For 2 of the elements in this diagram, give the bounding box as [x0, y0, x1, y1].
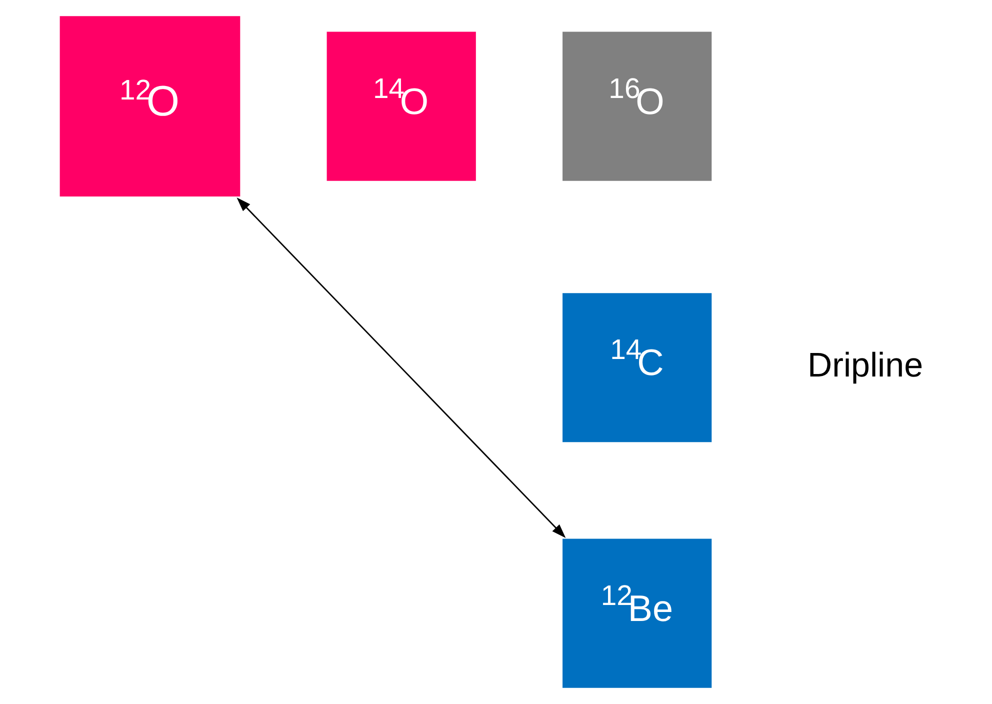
label: Dripline — [807, 346, 923, 384]
arrow — [236, 198, 566, 538]
